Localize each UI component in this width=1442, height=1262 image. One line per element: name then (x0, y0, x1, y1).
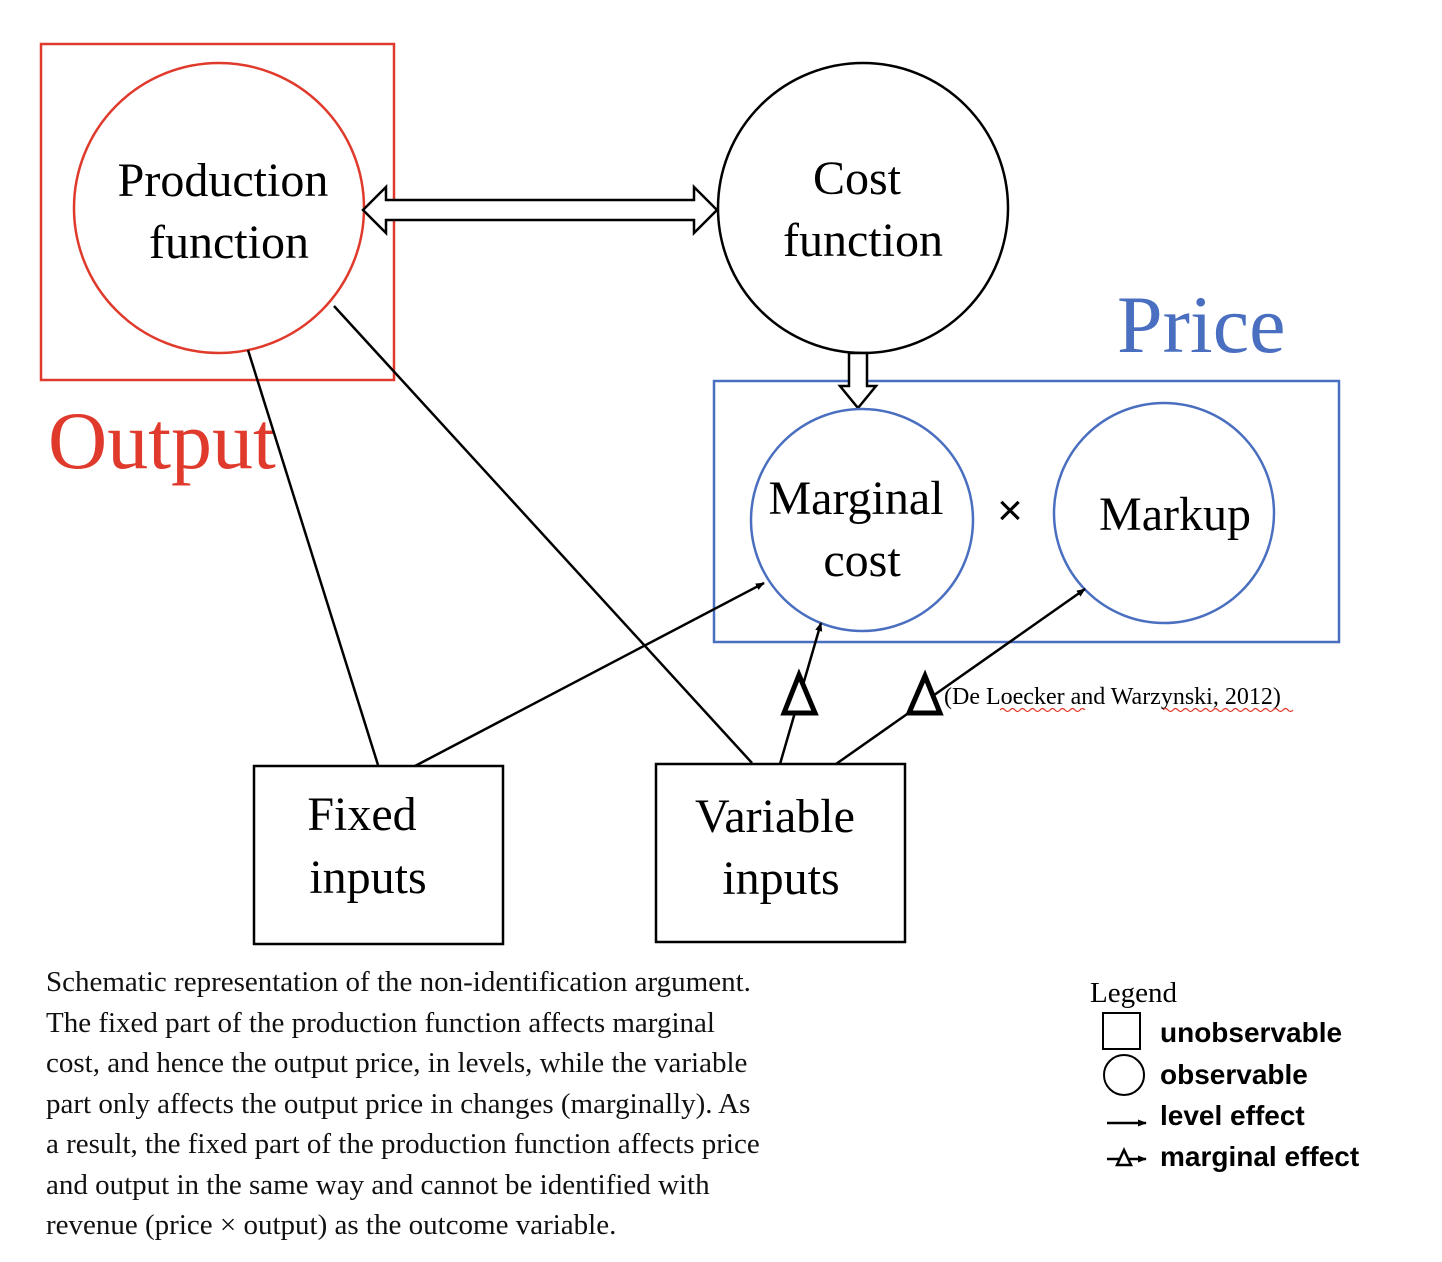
markup-label: Markup (1099, 488, 1251, 541)
variable-to-markup-marginal-arrow (835, 587, 1086, 766)
legend-item-unobservable: unobservable (1160, 1017, 1342, 1048)
caption-line: The fixed part of the production functio… (46, 1006, 715, 1039)
legend-item-level-effect: level effect (1160, 1100, 1305, 1131)
variable-inputs-node (654, 762, 907, 944)
legend-circle-icon (1103, 1054, 1145, 1096)
multiply-operator: × (997, 486, 1023, 535)
caption-line: Schematic representation of the non-iden… (46, 966, 751, 998)
fixed-to-marginal-level-arrow (414, 581, 765, 768)
legend-title: Legend (1090, 977, 1177, 1009)
cost-function-label: Cost function (783, 152, 943, 267)
price-group-label: Price (1117, 279, 1285, 370)
production-function-node (72, 61, 366, 355)
caption-line: a result, the fixed part of the producti… (46, 1128, 760, 1160)
citation: (De Loecker and Warzynski, 2012) (944, 684, 1281, 710)
fixed-inputs-label: Fixed inputs (307, 788, 428, 904)
variable-inputs-label: Variable inputs (695, 790, 867, 905)
figure-caption: Schematic representation of the non-iden… (46, 962, 996, 1246)
delta-marker-marginal-cost (780, 668, 819, 716)
caption-line: cost, and hence the output price, in lev… (46, 1047, 748, 1079)
legend: Legend unobservable observable level eff… (1090, 977, 1359, 1172)
caption-line: revenue (price × output) as the outcome … (46, 1209, 617, 1241)
delta-marker-markup (905, 669, 944, 716)
production-to-fixed-line (246, 349, 380, 766)
legend-delta-icon (1115, 1147, 1133, 1167)
cost-to-marginal-arrow (837, 351, 879, 410)
equivalence-arrow (361, 183, 719, 237)
fixed-inputs-node (252, 764, 505, 946)
markup-node (1052, 401, 1276, 625)
production-function-label: Production function (118, 154, 341, 269)
legend-square-icon (1102, 1012, 1141, 1050)
legend-item-marginal-effect: marginal effect (1160, 1141, 1359, 1172)
marginal-cost-label: Marginal cost (768, 472, 955, 587)
caption-line: part only affects the output price in ch… (46, 1087, 751, 1120)
price-group-box (712, 379, 1341, 644)
cost-function-node (716, 61, 1010, 355)
legend-item-observable: observable (1160, 1059, 1308, 1090)
spellcheck-underline-warzynski (1162, 707, 1294, 713)
output-group-box (39, 42, 396, 382)
output-group-label: Output (48, 395, 276, 486)
production-to-variable-line (333, 305, 753, 764)
spellcheck-underline-loecker (999, 707, 1086, 713)
marginal-cost-node (749, 407, 975, 633)
caption-line: and output in the same way and cannot be… (46, 1168, 710, 1201)
